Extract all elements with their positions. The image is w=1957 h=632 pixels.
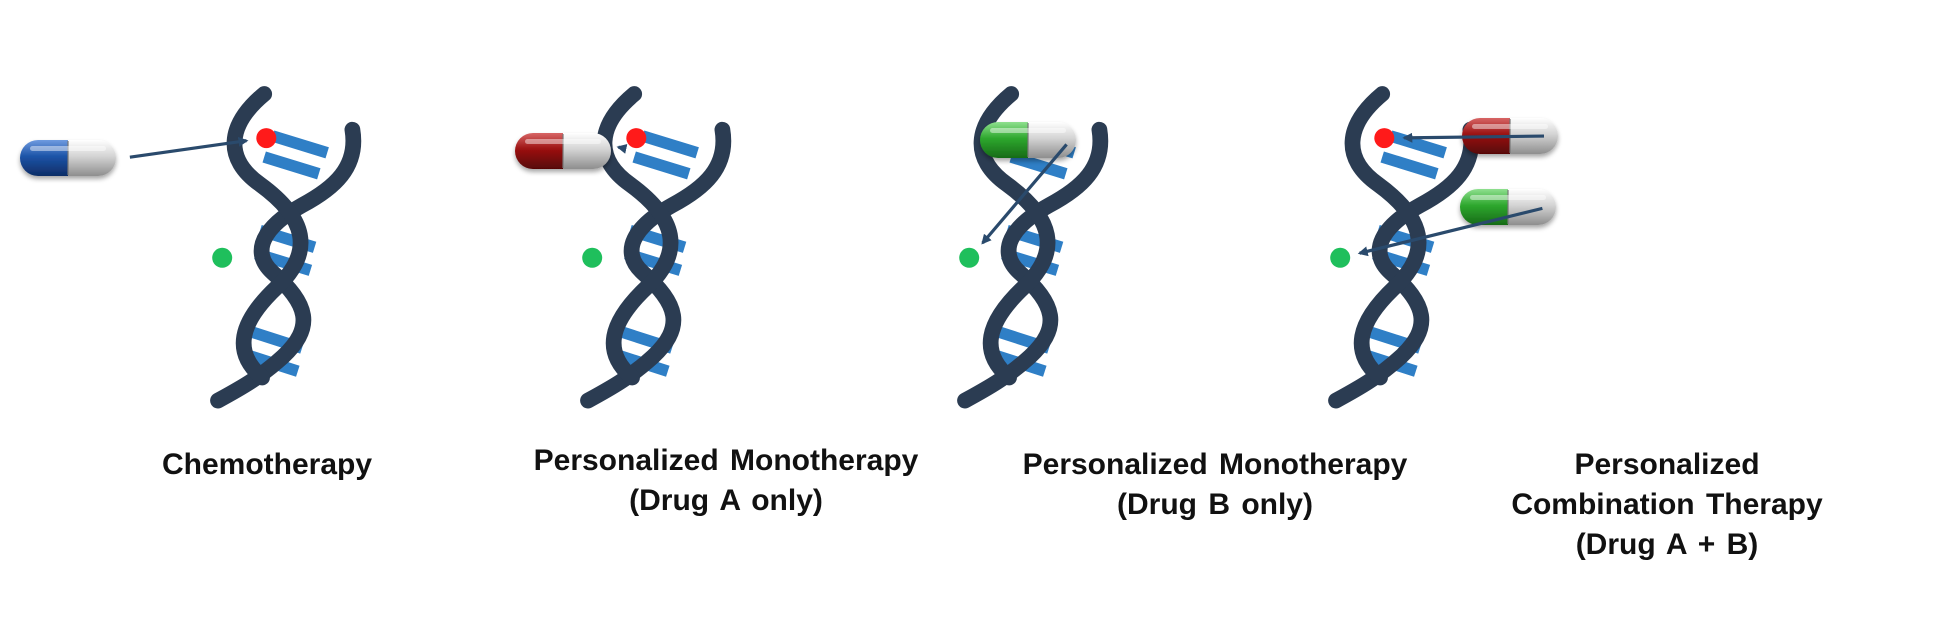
red-capsule-icon [515,133,611,169]
capsule-highlight [30,146,106,151]
base-pair [262,151,321,180]
caption-line: Personalized Monotherapy [1022,448,1408,481]
capsule-shell-half [68,140,116,176]
helix-strand [1344,86,1427,386]
capsule-highlight [1470,195,1546,200]
target-marker-a [256,128,277,149]
capsule-highlight [990,128,1066,133]
base-pair [270,130,329,159]
target-marker-a [1374,128,1395,149]
capsule-colored-half [980,122,1028,158]
arrow [981,143,1068,245]
caption-line: (Drug A + B) [1575,528,1759,561]
capsule-shell-half [1508,189,1556,225]
green-capsule-icon [1460,189,1556,225]
caption-line: (Drug A only) [629,484,823,517]
caption-line: Personalized [1574,448,1760,481]
caption-monotherapy-drug-a: Personalized Monotherapy (Drug A only) [486,441,966,521]
base-pair [1380,151,1439,180]
capsule-shell-half [1028,122,1076,158]
target-marker-b [959,247,980,268]
base-pair [1388,130,1447,159]
target-marker-b [212,247,233,268]
helix-strand [226,86,309,386]
base-pair [632,151,691,180]
capsule-shell-half [563,133,611,169]
dna-helix-icon [1328,86,1480,409]
caption-line: (Drug B only) [1117,488,1313,521]
caption-chemotherapy: Chemotherapy [27,445,507,485]
arrow [616,144,628,154]
dna-helix-icon [210,86,362,409]
arrow [1402,132,1545,143]
capsule-highlight [525,139,601,144]
caption-line: Combination Therapy [1511,488,1823,521]
helix-strand [210,121,362,409]
capsule-colored-half [515,133,563,169]
capsule-highlight [1472,124,1548,129]
helix-strand [1328,121,1480,409]
blue-capsule-icon [20,140,116,176]
caption-line: Personalized Monotherapy [533,444,919,477]
helix-strand [580,121,732,409]
base-pair [1009,151,1068,180]
arrow [129,136,249,159]
arrow [1357,206,1543,257]
target-marker-b [1330,247,1351,268]
capsule-colored-half [20,140,68,176]
helix-strand [957,121,1109,409]
dna-helix-icon [580,86,732,409]
target-marker-a [626,128,647,149]
caption-monotherapy-drug-b: Personalized Monotherapy (Drug B only) [975,445,1455,525]
base-pair [640,130,699,159]
target-marker-b [582,247,603,268]
caption-line: Chemotherapy [161,448,373,481]
